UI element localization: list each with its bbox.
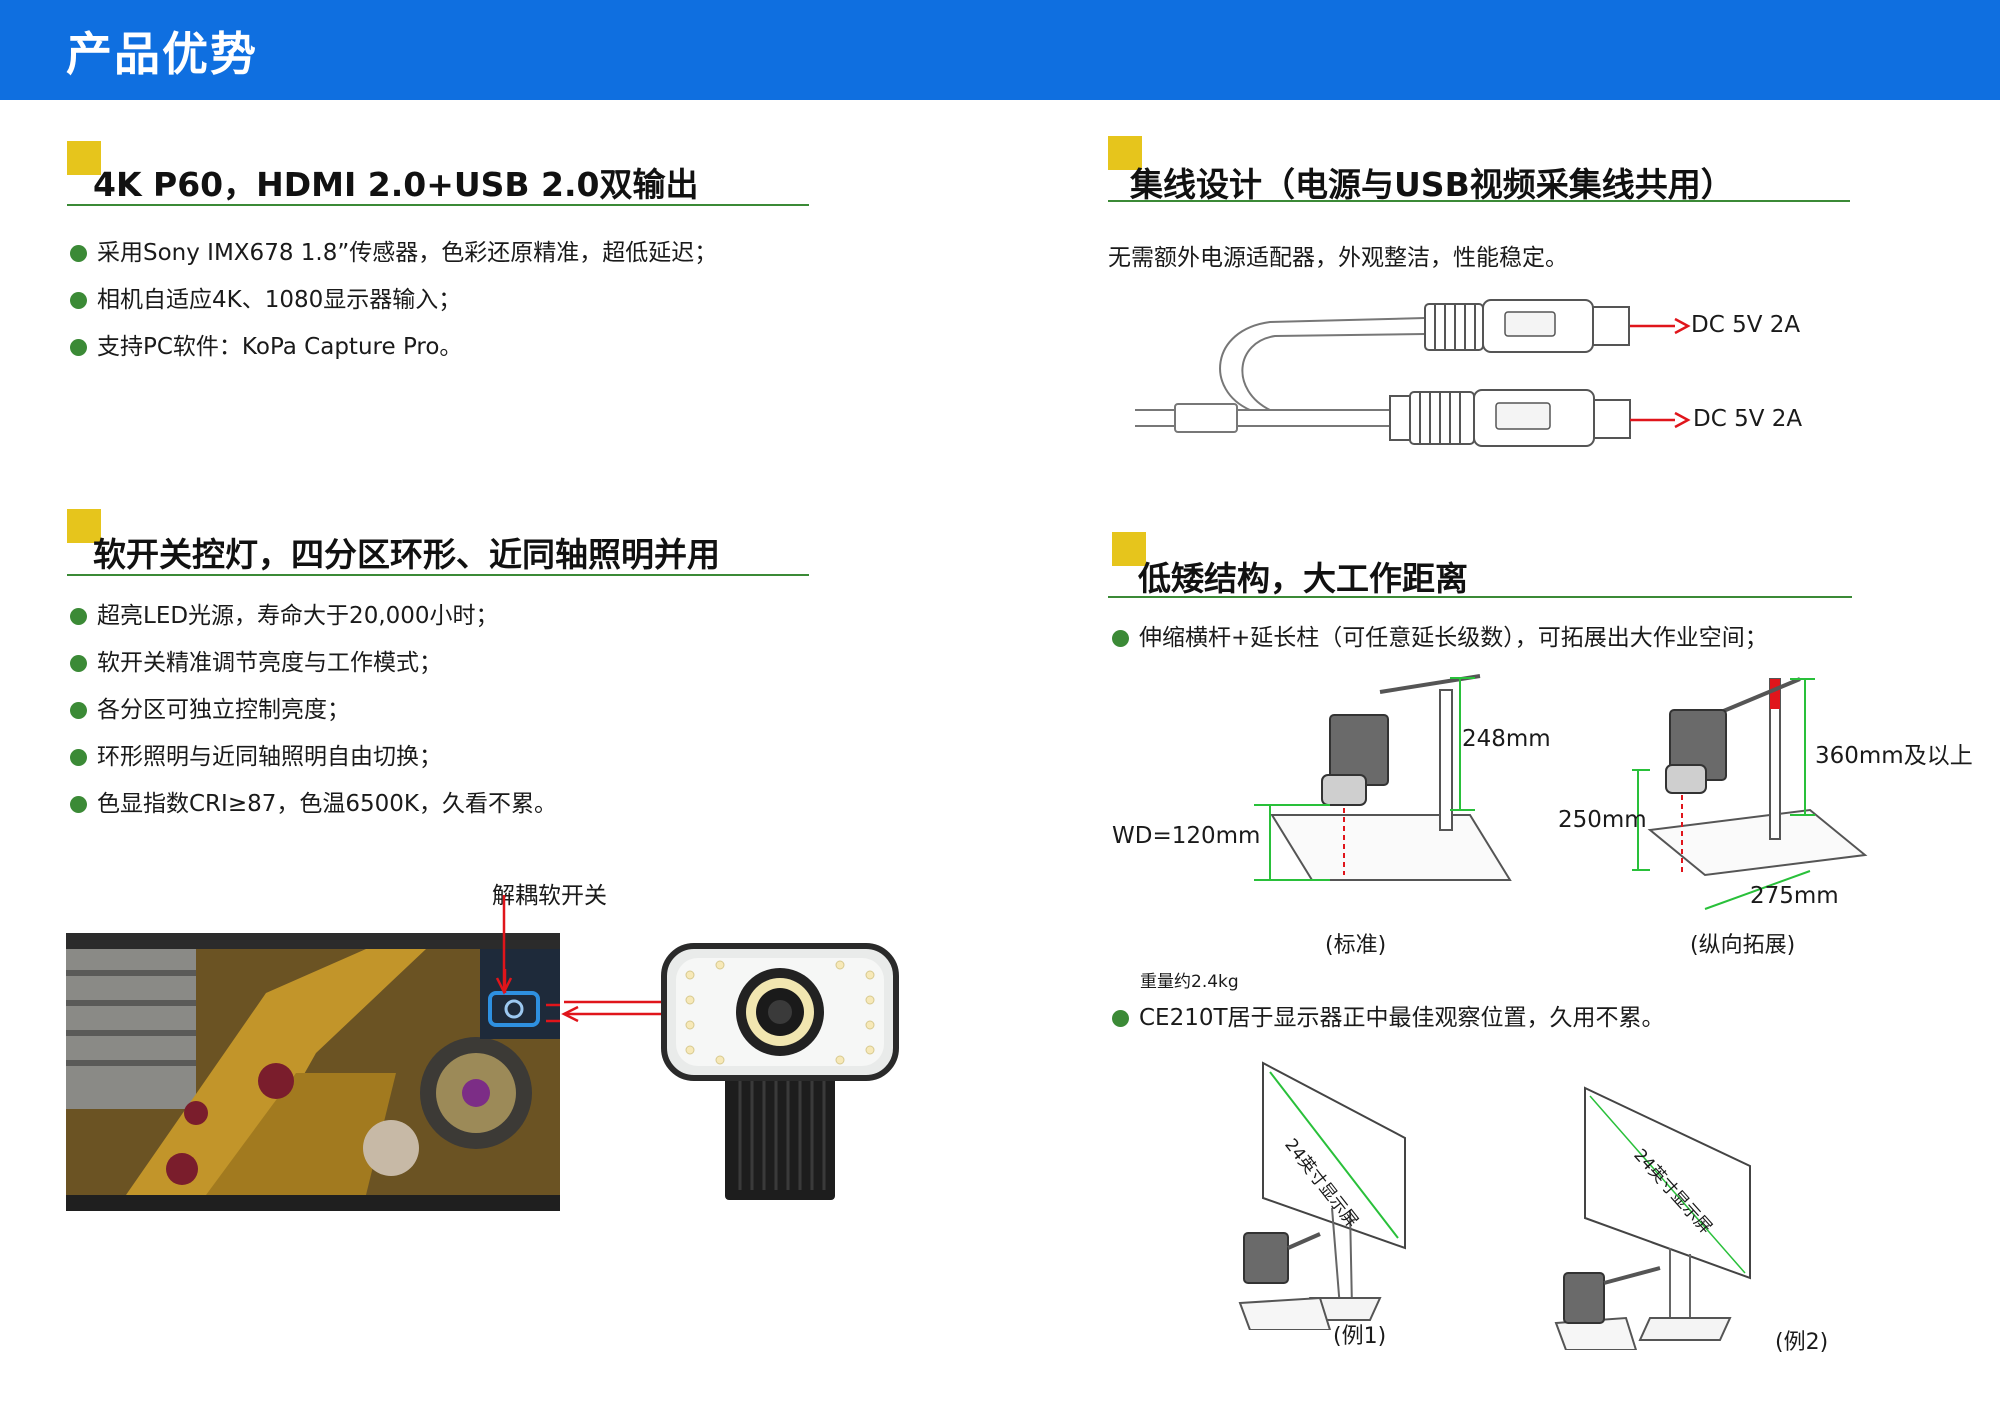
bullet-dot: [1112, 630, 1129, 647]
section-divider: [67, 574, 809, 576]
bullet-dot: [70, 245, 87, 262]
feature-list-lighting: 超亮LED光源，寿命大于20,000小时； 软开关精准调节亮度与工作模式； 各分…: [70, 593, 557, 828]
section-title-lighting: 软开关控灯，四分区环形、近同轴照明并用: [93, 535, 720, 574]
list-item: 采用Sony IMX678 1.8”传感器，色彩还原精准，超低延迟；: [70, 230, 717, 277]
monitor-example-1: [1238, 1061, 1406, 1330]
led-lamp-image: [661, 943, 899, 1200]
list-item: 各分区可独立控制亮度；: [70, 687, 557, 734]
bullet-dot: [70, 749, 87, 766]
weight-note: 重量约2.4kg: [1140, 972, 1239, 992]
list-item: 环形照明与近同轴照明自由切换；: [70, 734, 557, 781]
list-item: 软开关精准调节亮度与工作模式；: [70, 640, 557, 687]
structure-bullet-2: CE210T居于显示器正中最佳观察位置，久用不累。: [1112, 995, 1665, 1042]
section-marker: [1112, 532, 1146, 566]
feature-list-output: 采用Sony IMX678 1.8”传感器，色彩还原精准，超低延迟； 相机自适应…: [70, 230, 717, 371]
label-275mm: 275mm: [1750, 883, 1839, 909]
decouple-switch-label: 解耦软开关: [492, 883, 607, 909]
label-wd-120mm: WD=120mm: [1112, 823, 1261, 849]
list-item: CE210T居于显示器正中最佳观察位置，久用不累。: [1112, 995, 1665, 1042]
caption-standard: (标准): [1325, 933, 1387, 958]
header-bar: [0, 0, 2000, 100]
structure-bullet-1: 伸缩横杆+延长柱（可任意延长级数），可拓展出大作业空间；: [1112, 615, 1768, 662]
section-marker: [1108, 136, 1142, 170]
caption-example-1: (例1): [1333, 1324, 1387, 1349]
section-title-structure: 低矮结构，大工作距离: [1138, 559, 1468, 598]
bullet-dot: [70, 796, 87, 813]
cable-description: 无需额外电源适配器，外观整洁，性能稳定。: [1108, 245, 1568, 271]
bullet-dot: [70, 608, 87, 625]
page-title: 产品优势: [66, 27, 258, 81]
bullet-dot: [70, 339, 87, 356]
list-item: 伸缩横杆+延长柱（可任意延长级数），可拓展出大作业空间；: [1112, 615, 1768, 662]
section-divider: [1108, 596, 1852, 598]
list-item: 支持PC软件：KoPa Capture Pro。: [70, 324, 717, 371]
monitor-example-2: [1554, 1086, 1751, 1350]
section-marker: [67, 509, 101, 543]
caption-extended: (纵向拓展): [1690, 933, 1796, 958]
bullet-dot: [70, 655, 87, 672]
section-title-cable: 集线设计（电源与USB视频采集线共用）: [1130, 165, 1734, 204]
section-divider: [1108, 200, 1850, 202]
usb-cable-diagram: [1135, 299, 1691, 447]
label-360mm: 360mm及以上: [1815, 743, 1973, 769]
list-item: 相机自适应4K、1080显示器输入；: [70, 277, 717, 324]
section-marker: [67, 141, 101, 175]
stand-diagram-standard: [1254, 674, 1512, 881]
label-250mm: 250mm: [1558, 807, 1647, 833]
list-item: 色显指数CRI≥87，色温6500K，久看不累。: [70, 781, 557, 828]
bullet-dot: [70, 702, 87, 719]
bullet-dot: [70, 292, 87, 309]
stand-diagram-extended: [1632, 677, 1868, 910]
section-divider: [67, 204, 809, 206]
power-label-bottom: DC 5V 2A: [1693, 406, 1803, 432]
label-248mm: 248mm: [1462, 726, 1551, 752]
list-item: 超亮LED光源，寿命大于20,000小时；: [70, 593, 557, 640]
bullet-dot: [1112, 1010, 1129, 1027]
section-title-output: 4K P60，HDMI 2.0+USB 2.0双输出: [93, 165, 699, 204]
caption-example-2: (例2): [1775, 1330, 1829, 1355]
power-label-top: DC 5V 2A: [1691, 312, 1801, 338]
software-screenshot: [66, 933, 560, 1211]
